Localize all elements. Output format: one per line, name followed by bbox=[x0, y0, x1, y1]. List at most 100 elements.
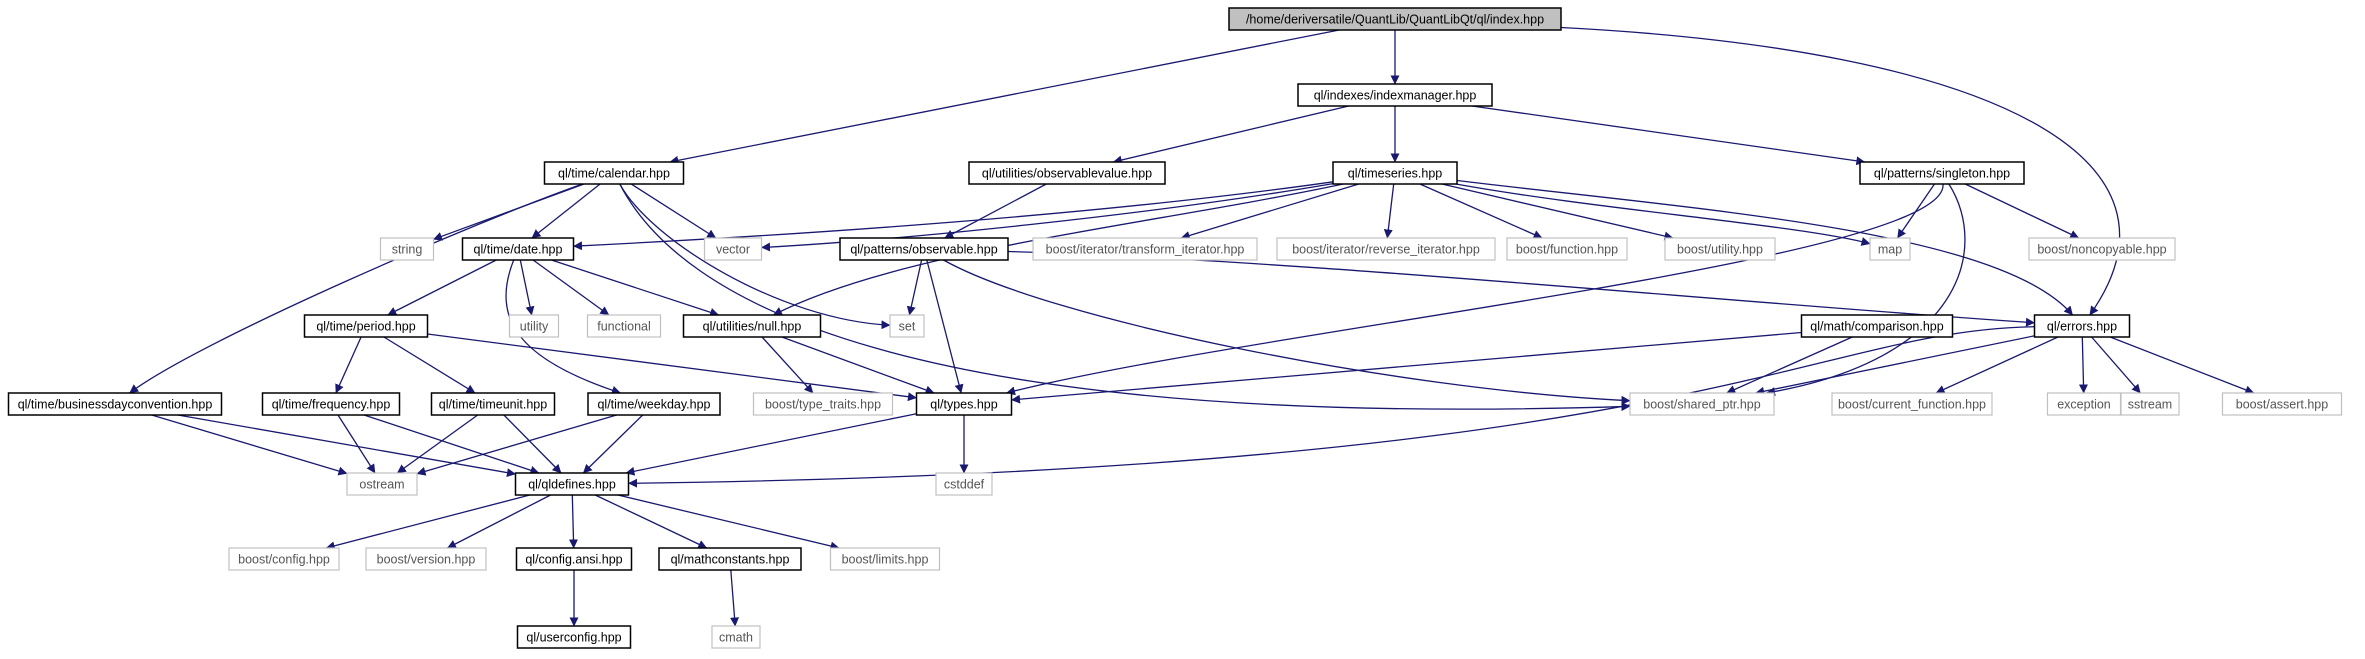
node-errors[interactable]: ql/errors.hpp bbox=[2033, 314, 2131, 338]
edge-errors-to-shared_ptr bbox=[1755, 335, 2035, 396]
edge-singleton-to-types bbox=[1006, 183, 1944, 396]
edge-calendar-to-bdc bbox=[129, 183, 583, 394]
node-label: map bbox=[1878, 243, 1902, 257]
node-box bbox=[839, 237, 1009, 261]
node-qldefines[interactable]: ql/qldefines.hpp bbox=[514, 472, 630, 496]
node-box bbox=[1664, 237, 1776, 261]
node-label: exception bbox=[2057, 398, 2111, 412]
node-box bbox=[2120, 392, 2180, 416]
node-observable[interactable]: ql/patterns/observable.hpp bbox=[839, 237, 1009, 261]
node-userconfig[interactable]: ql/userconfig.hpp bbox=[516, 625, 632, 649]
node-label: ql/math/comparison.hpp bbox=[1810, 320, 1943, 334]
node-null[interactable]: ql/utilities/null.hpp bbox=[682, 314, 822, 338]
node-index[interactable]: /home/deriversatile/QuantLib/QuantLibQt/… bbox=[1228, 7, 1562, 31]
node-label: cmath bbox=[719, 631, 753, 645]
node-label: ql/time/date.hpp bbox=[474, 243, 563, 257]
node-box bbox=[1506, 237, 1628, 261]
edge-timeseries-to-utility_hpp bbox=[1441, 183, 1674, 241]
edge-observable-to-shared_ptr bbox=[943, 259, 1631, 405]
node-cstddef: cstddef bbox=[935, 472, 993, 496]
node-observablevalue[interactable]: ql/utilities/observablevalue.hpp bbox=[968, 161, 1166, 185]
node-box bbox=[752, 392, 894, 416]
node-box bbox=[515, 547, 633, 571]
edge-qldefines-to-limits bbox=[617, 494, 840, 551]
node-exception: exception bbox=[2046, 392, 2122, 416]
node-period[interactable]: ql/time/period.hpp bbox=[303, 314, 429, 338]
node-noncopyable: boost/noncopyable.hpp bbox=[2028, 237, 2176, 261]
node-box bbox=[2221, 392, 2343, 416]
edge-comparison-to-types bbox=[1011, 331, 1802, 404]
node-function: boost/function.hpp bbox=[1506, 237, 1628, 261]
node-label: boost/assert.hpp bbox=[2236, 398, 2328, 412]
node-utility: utility bbox=[508, 314, 560, 338]
node-vector: vector bbox=[703, 237, 763, 261]
edge-timeseries-to-function bbox=[1419, 183, 1543, 239]
node-comparison[interactable]: ql/math/comparison.hpp bbox=[1800, 314, 1954, 338]
node-label: ql/mathconstants.hpp bbox=[671, 553, 790, 567]
edge-null-to-type_traits bbox=[761, 336, 814, 394]
node-box bbox=[1859, 161, 2025, 185]
edge-index-to-errors bbox=[1560, 26, 2121, 316]
node-label: sstream bbox=[2128, 398, 2172, 412]
node-box bbox=[303, 314, 429, 338]
node-indexmanager[interactable]: ql/indexes/indexmanager.hpp bbox=[1297, 83, 1493, 107]
node-label: ql/qldefines.hpp bbox=[528, 478, 616, 492]
edge-timeunit-to-qldefines bbox=[503, 414, 562, 474]
node-label: boost/noncopyable.hpp bbox=[2037, 243, 2166, 257]
edge-mathconstants-to-cmath bbox=[730, 569, 740, 627]
node-weekday[interactable]: ql/time/weekday.hpp bbox=[587, 392, 721, 416]
node-functional: functional bbox=[586, 314, 662, 338]
edge-timeseries-to-vector bbox=[761, 182, 1334, 252]
edge-observable-to-types bbox=[926, 259, 964, 394]
node-box bbox=[682, 314, 822, 338]
edge-date-to-functional bbox=[532, 259, 610, 316]
node-timeseries[interactable]: ql/timeseries.hpp bbox=[1332, 161, 1458, 185]
node-timeunit[interactable]: ql/time/timeunit.hpp bbox=[430, 392, 556, 416]
node-label: ql/indexes/indexmanager.hpp bbox=[1314, 89, 1477, 103]
node-config: boost/config.hpp bbox=[228, 547, 340, 571]
node-mathconstants[interactable]: ql/mathconstants.hpp bbox=[658, 547, 802, 571]
node-reverse_iterator: boost/iterator/reverse_iterator.hpp bbox=[1276, 237, 1496, 261]
node-configansi[interactable]: ql/config.ansi.hpp bbox=[515, 547, 633, 571]
node-box bbox=[461, 237, 575, 261]
node-calendar[interactable]: ql/time/calendar.hpp bbox=[543, 161, 685, 185]
node-date[interactable]: ql/time/date.hpp bbox=[461, 237, 575, 261]
node-label: boost/type_traits.hpp bbox=[765, 398, 881, 412]
node-box bbox=[586, 314, 662, 338]
node-types[interactable]: ql/types.hpp bbox=[915, 392, 1013, 416]
node-box bbox=[1297, 83, 1493, 107]
edge-singleton-to-shared_ptr bbox=[1766, 183, 1966, 396]
edge-null-to-types bbox=[781, 336, 935, 395]
node-frequency[interactable]: ql/time/frequency.hpp bbox=[261, 392, 401, 416]
node-label: boost/current_function.hpp bbox=[1838, 398, 1986, 412]
node-label: set bbox=[899, 320, 916, 334]
node-bdc[interactable]: ql/time/businessdayconvention.hpp bbox=[7, 392, 223, 416]
node-label: ql/patterns/observable.hpp bbox=[850, 243, 997, 257]
node-box bbox=[1332, 161, 1458, 185]
node-label: boost/function.hpp bbox=[1516, 243, 1618, 257]
edge-bdc-to-qldefines bbox=[177, 414, 516, 478]
node-box bbox=[915, 392, 1013, 416]
node-label: ql/time/frequency.hpp bbox=[272, 398, 391, 412]
node-label: ql/time/businessdayconvention.hpp bbox=[18, 398, 213, 412]
edge-timeunit-to-ostream bbox=[396, 414, 479, 474]
node-box bbox=[379, 237, 435, 261]
edge-errors-to-sstream bbox=[2091, 336, 2141, 394]
node-label: /home/deriversatile/QuantLib/QuantLibQt/… bbox=[1246, 13, 1544, 27]
edge-date-to-period bbox=[387, 259, 497, 316]
node-singleton[interactable]: ql/patterns/singleton.hpp bbox=[1859, 161, 2025, 185]
node-label: ql/time/timeunit.hpp bbox=[439, 398, 547, 412]
node-label: string bbox=[392, 243, 423, 257]
edge-qldefines-to-configansi bbox=[568, 494, 578, 549]
node-sstream: sstream bbox=[2120, 392, 2180, 416]
edge-observablevalue-to-observable bbox=[944, 183, 1047, 239]
edge-period-to-types bbox=[427, 333, 917, 402]
node-box bbox=[261, 392, 401, 416]
edge-qldefines-to-version bbox=[446, 494, 551, 549]
node-transform_iterator: boost/iterator/transform_iterator.hpp bbox=[1032, 237, 1258, 261]
node-box bbox=[508, 314, 560, 338]
edge-qldefines-to-mathconstants bbox=[594, 494, 708, 549]
node-cmath: cmath bbox=[711, 625, 761, 649]
edges-layer bbox=[129, 26, 2255, 627]
